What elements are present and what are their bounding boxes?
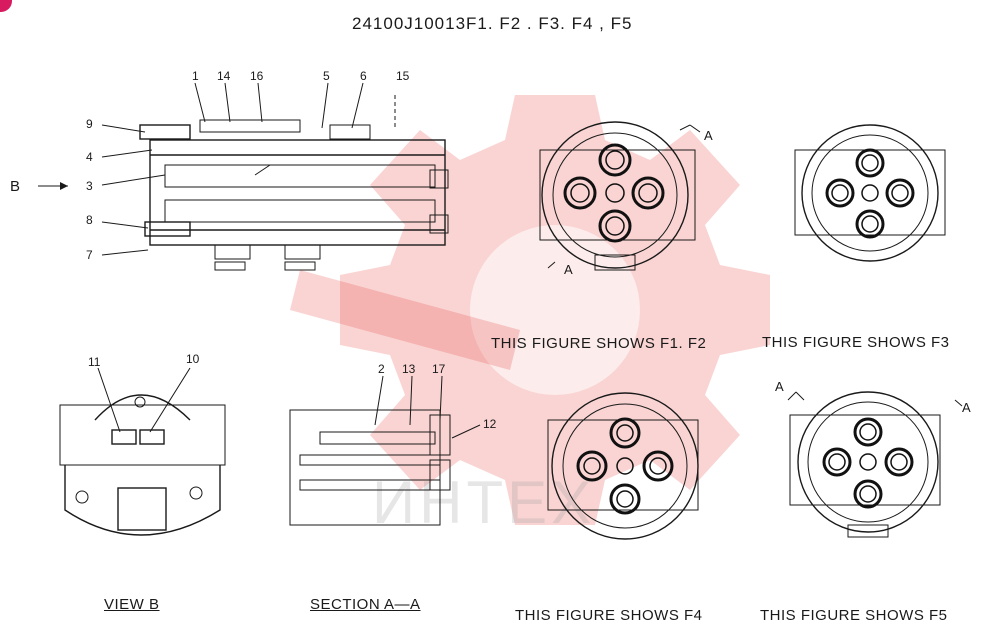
callout-15: 15 (396, 69, 410, 83)
callout-13: 13 (402, 362, 416, 376)
figure-f1f2-end-view (539, 121, 701, 271)
figure-f4-end-view (547, 392, 699, 540)
callout-12: 12 (483, 417, 497, 431)
section-aa-drawing (289, 375, 481, 526)
callout-2: 2 (378, 362, 385, 376)
callout-6: 6 (360, 69, 367, 83)
section-marker-bottom: A (564, 262, 573, 277)
main-side-view (139, 95, 449, 271)
figure-f3-end-view (794, 124, 946, 262)
callout-11: 11 (88, 355, 101, 369)
callout-9: 9 (86, 117, 93, 131)
callout-14: 14 (217, 69, 231, 83)
callout-3: 3 (86, 179, 93, 193)
watermark-gear (290, 95, 770, 525)
callout-8: 8 (86, 213, 93, 227)
section-marker-top: A (704, 128, 713, 143)
callout-5: 5 (323, 69, 330, 83)
callout-16: 16 (250, 69, 264, 83)
caption-f4: THIS FIGURE SHOWS F4 (515, 607, 703, 624)
callout-7: 7 (86, 248, 93, 262)
section-aa-label: SECTION A—A (310, 596, 421, 613)
section-marker-right: A (962, 400, 971, 415)
section-marker-left: A (775, 379, 784, 394)
callout-10: 10 (186, 352, 200, 366)
main-view-leaders (38, 82, 364, 256)
view-arrow-label-b: B (10, 178, 21, 195)
caption-f3: THIS FIGURE SHOWS F3 (762, 334, 950, 351)
figure-f5-end-view (787, 391, 963, 538)
caption-f1f2: THIS FIGURE SHOWS F1. F2 (491, 335, 707, 352)
drawing-title: 24100J10013F1. F2 . F3. F4 , F5 (352, 14, 633, 33)
caption-f5: THIS FIGURE SHOWS F5 (760, 607, 948, 624)
view-b-drawing (59, 367, 226, 536)
callout-4: 4 (86, 150, 93, 164)
callout-17: 17 (432, 362, 446, 376)
view-b-label: VIEW B (104, 596, 160, 613)
callout-1: 1 (192, 69, 199, 83)
